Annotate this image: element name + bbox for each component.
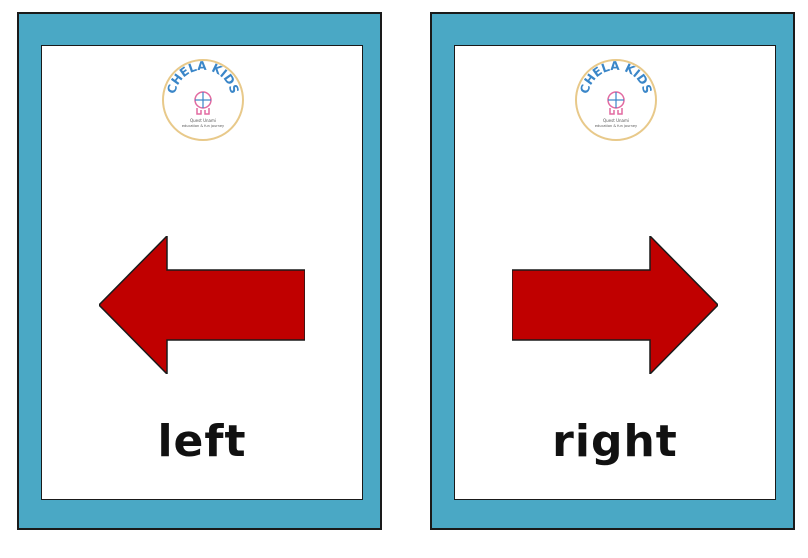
- logo-tagline-1: Quest Unami: [603, 118, 629, 123]
- logo-tagline-2: education & fun journey: [182, 124, 224, 128]
- card-face: CHELA KIDS Quest Unami education & fun j…: [454, 45, 776, 500]
- card-face: CHELA KIDS Quest Unami education & fun j…: [41, 45, 363, 500]
- logo-tagline-2: education & fun journey: [595, 124, 637, 128]
- flashcard-right: CHELA KIDS Quest Unami education & fun j…: [430, 12, 795, 530]
- chela-kids-logo: CHELA KIDS Quest Unami education & fun j…: [162, 59, 244, 141]
- right-arrow-icon: [512, 236, 718, 374]
- direction-word: right: [552, 416, 678, 467]
- logo-tagline-1: Quest Unami: [190, 118, 216, 123]
- globe-hand-icon: [607, 91, 625, 115]
- direction-word: left: [157, 416, 247, 467]
- globe-hand-icon: [194, 91, 212, 115]
- flashcard-left: CHELA KIDS Quest Unami education & fun j…: [17, 12, 382, 530]
- chela-kids-logo: CHELA KIDS Quest Unami education & fun j…: [575, 59, 657, 141]
- left-arrow-icon: [99, 236, 305, 374]
